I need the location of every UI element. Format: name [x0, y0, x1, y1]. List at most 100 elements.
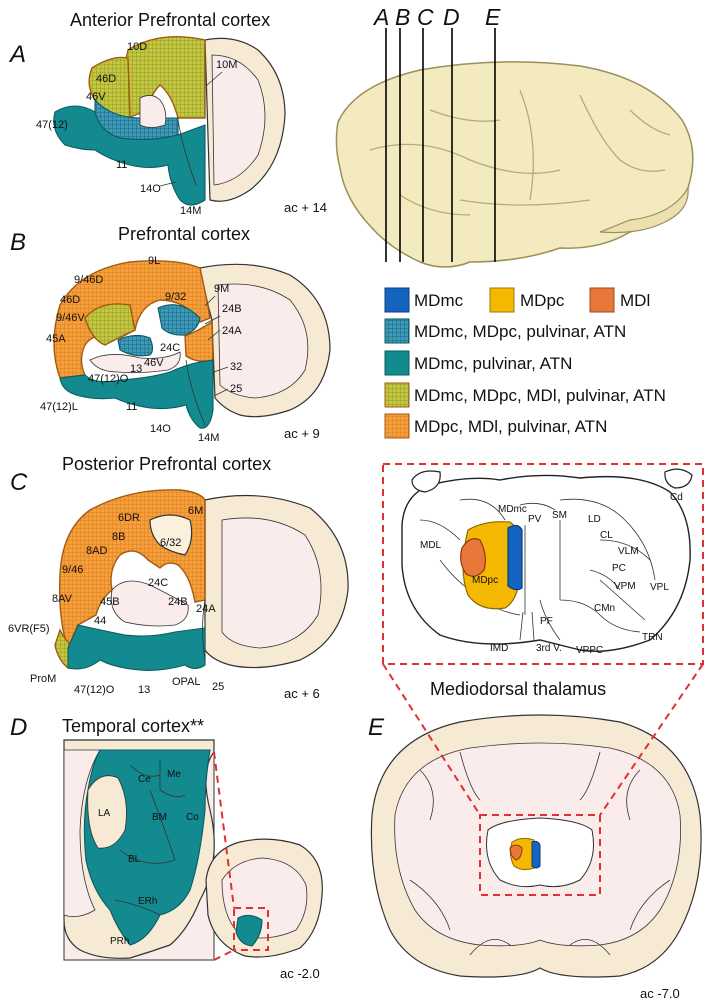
panel-e: E ac -7.0 [368, 664, 703, 1001]
panel-c-coordinate: ac + 6 [284, 686, 320, 701]
thal-label-vpl: VPL [650, 582, 669, 593]
slice-label-a: A [372, 4, 389, 30]
label-13-b: 13 [130, 363, 142, 375]
legend-swatch-mix1 [385, 319, 409, 343]
panel-c: C Posterior Prefrontal cortex 6DR 6M 8B … [8, 454, 348, 701]
thal-label-sm: SM [552, 510, 567, 521]
panel-a: A Anterior Prefrontal cortex 10D 46D 46V… [8, 10, 327, 217]
amyg-label-la: LA [98, 808, 111, 819]
label-46d-b: 46D [60, 294, 80, 306]
label-24b: 24B [222, 303, 242, 315]
label-prom: ProM [30, 673, 56, 685]
label-8av: 8AV [52, 593, 73, 605]
label-47-12o: 47(12)O [88, 373, 129, 385]
thalamus-mdl-region [461, 539, 486, 577]
amyg-label-me: Me [167, 769, 181, 780]
label-14m-b: 14M [198, 432, 219, 444]
label-6-32: 6/32 [160, 537, 181, 549]
panel-a-title: Anterior Prefrontal cortex [70, 10, 270, 30]
amyg-label-co: Co [186, 812, 199, 823]
amyg-label-bm: BM [152, 812, 167, 823]
amyg-label-bl: BL [128, 854, 141, 865]
legend-swatch-mix4 [385, 414, 409, 438]
label-11-b: 11 [126, 401, 137, 413]
thalamus-mdmc-region [508, 525, 522, 589]
label-8ad: 8AD [86, 545, 107, 557]
legend-swatch-mdmc [385, 288, 409, 312]
panel-b-letter: B [10, 229, 26, 256]
panel-d: D Temporal cortex** Ce Me LA BM Co BL ER… [10, 714, 322, 981]
label-25-b: 25 [230, 383, 242, 395]
panel-e-coordinate: ac -7.0 [640, 986, 680, 1001]
panel-d-coordinate: ac -2.0 [280, 966, 320, 981]
legend-label-mix4: MDpc, MDl, pulvinar, ATN [414, 417, 607, 436]
legend-label-mix1: MDmc, MDpc, pulvinar, ATN [414, 322, 626, 341]
thal-label-pc: PC [612, 563, 626, 574]
label-47-12: 47(12) [36, 119, 68, 131]
label-45a: 45A [46, 333, 66, 345]
thal-label-cl: CL [600, 530, 613, 541]
panel-e-letter: E [368, 714, 385, 741]
legend-swatch-mdpc [490, 288, 514, 312]
label-47-12l: 47(12)L [40, 401, 78, 413]
legend-label-mdpc: MDpc [520, 291, 565, 310]
label-6dr: 6DR [118, 512, 140, 524]
thalamus-inset: Cd LD MDmc PV SM CL VLM MDL PC VPM VPL M… [383, 464, 703, 699]
label-25-c: 25 [212, 681, 224, 693]
thal-label-mdpc: MDpc [472, 575, 498, 586]
label-14o: 14O [140, 183, 161, 195]
legend-label-mix2: MDmc, pulvinar, ATN [414, 354, 572, 373]
label-13-c: 13 [138, 684, 150, 696]
amyg-label-erh: ERh [138, 896, 157, 907]
legend-swatch-mix2 [385, 351, 409, 375]
label-8b: 8B [112, 531, 125, 543]
label-10d: 10D [127, 41, 147, 53]
label-9-32: 9/32 [165, 291, 186, 303]
slice-label-b: B [395, 4, 410, 30]
panel-d-letter: D [10, 714, 27, 741]
panel-b-coordinate: ac + 9 [284, 426, 320, 441]
thal-label-pf: PF [540, 616, 553, 627]
legend-label-mix3: MDmc, MDpc, MDl, pulvinar, ATN [414, 386, 666, 405]
thal-label-mdmc: MDmc [498, 504, 527, 515]
slice-label-e: E [485, 4, 501, 30]
label-47-12o-c: 47(12)O [74, 684, 115, 696]
panel-a-letter: A [8, 41, 26, 68]
panel-c-right-white-matter [222, 518, 321, 648]
panel-d-title: Temporal cortex** [62, 716, 204, 736]
label-24a: 24A [222, 325, 242, 337]
label-46d: 46D [96, 73, 116, 85]
panel-e-mdmc [532, 841, 540, 868]
legend-swatch-mix3 [385, 383, 409, 407]
thal-label-imd: IMD [490, 643, 508, 654]
legend-swatch-mdl [590, 288, 614, 312]
thal-label-vppc: VPPC [576, 645, 603, 656]
panel-c-title: Posterior Prefrontal cortex [62, 454, 271, 474]
panel-b-title: Prefrontal cortex [118, 224, 250, 244]
label-14m: 14M [180, 205, 201, 217]
amyg-label-ce: Ce [138, 774, 151, 785]
panel-a-coordinate: ac + 14 [284, 200, 327, 215]
thal-label-mdl: MDL [420, 540, 442, 551]
panel-b-46v-region [118, 335, 153, 355]
thalamus-caption: Mediodorsal thalamus [430, 679, 606, 699]
thal-label-cmn: CMn [594, 603, 615, 614]
label-6vr-f5: 6VR(F5) [8, 623, 50, 635]
thal-label-pv: PV [528, 514, 542, 525]
label-24b-c: 24B [168, 596, 188, 608]
label-9-46: 9/46 [62, 564, 83, 576]
thal-label-vpm: VPM [614, 581, 636, 592]
panel-b: B Prefrontal cortex 9L 9/46D 46D 9/46V 4… [10, 224, 330, 444]
lateral-brain-outline [336, 62, 692, 267]
legend-label-mdl: MDl [620, 291, 650, 310]
panel-c-ventral-region [68, 625, 205, 670]
label-9-46d: 9/46D [74, 274, 103, 286]
label-32: 32 [230, 361, 242, 373]
label-6m: 6M [188, 505, 203, 517]
panel-a-white-matter [140, 95, 166, 127]
panel-c-letter: C [10, 469, 28, 496]
label-9l: 9L [148, 255, 160, 267]
thal-label-third-v: 3rd V. [536, 643, 562, 654]
label-9m: 9M [214, 283, 229, 295]
